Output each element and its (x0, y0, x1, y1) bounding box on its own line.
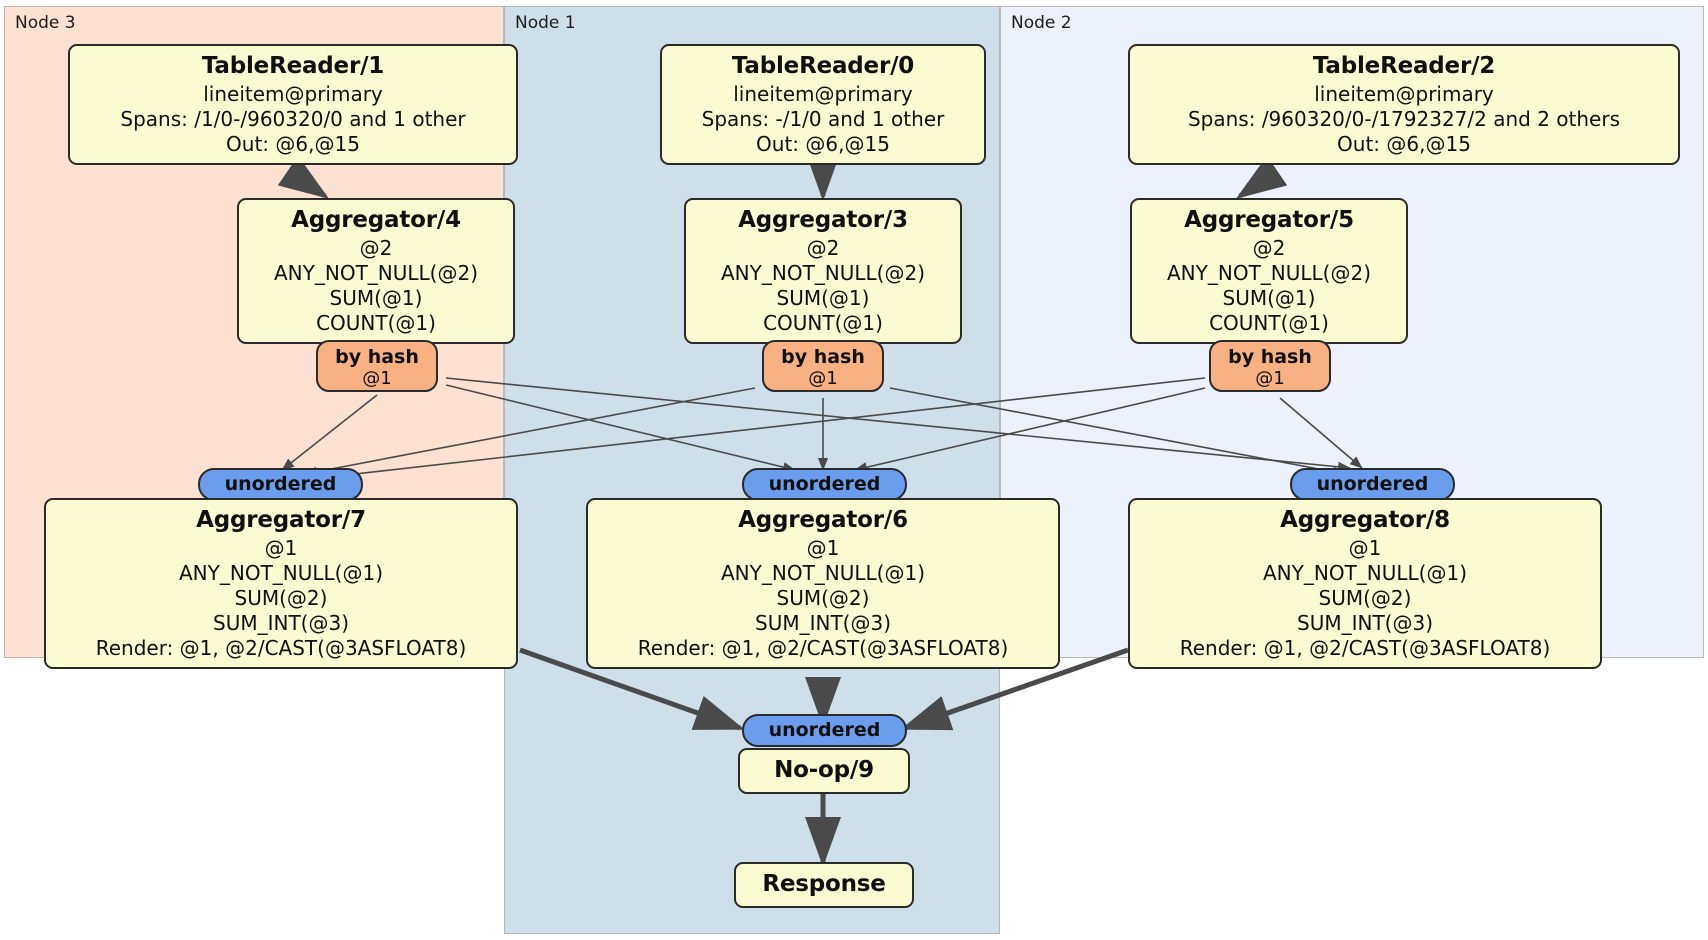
router-label: by hash (781, 346, 865, 368)
router-sublabel: @1 (1255, 368, 1285, 389)
processor-title: TableReader/2 (1312, 53, 1496, 79)
processor-title: TableReader/1 (201, 53, 385, 79)
processor-line: SUM(@1) (776, 286, 870, 310)
synchronizer-unordered-final[interactable]: unordered (742, 714, 907, 747)
processor-line: lineitem@primary (1314, 82, 1494, 106)
processor-title: TableReader/0 (731, 53, 915, 79)
processor-table-reader-2[interactable]: TableReader/2 lineitem@primary Spans: /9… (1128, 44, 1680, 165)
processor-title: Aggregator/3 (738, 207, 908, 233)
processor-line: Spans: /960320/0-/1792327/2 and 2 others (1187, 107, 1620, 131)
processor-line: Spans: -/1/0 and 1 other (701, 107, 945, 131)
processor-line: COUNT(@1) (763, 311, 883, 335)
processor-aggregator-6[interactable]: Aggregator/6 @1 ANY_NOT_NULL(@1) SUM(@2)… (586, 498, 1060, 669)
processor-line: @1 (806, 536, 840, 560)
region-label-node-3: Node 3 (15, 13, 76, 33)
processor-title: No-op/9 (774, 757, 874, 783)
processor-aggregator-4[interactable]: Aggregator/4 @2 ANY_NOT_NULL(@2) SUM(@1)… (237, 198, 515, 344)
synchronizer-unordered-left[interactable]: unordered (198, 468, 363, 501)
processor-line: @2 (1252, 236, 1286, 260)
processor-line: @2 (806, 236, 840, 260)
processor-line: ANY_NOT_NULL(@2) (721, 261, 925, 285)
synchronizer-label: unordered (224, 473, 337, 495)
processor-title: Aggregator/7 (196, 507, 366, 533)
processor-line: ANY_NOT_NULL(@2) (274, 261, 478, 285)
processor-title: Response (762, 871, 886, 897)
synchronizer-unordered-mid[interactable]: unordered (742, 468, 907, 501)
processor-response[interactable]: Response (734, 862, 914, 908)
region-label-node-2: Node 2 (1011, 13, 1072, 33)
processor-line: Spans: /1/0-/960320/0 and 1 other (120, 107, 466, 131)
router-label: by hash (1228, 346, 1312, 368)
processor-line: @2 (359, 236, 393, 260)
processor-title: Aggregator/8 (1280, 507, 1450, 533)
processor-line: SUM_INT(@3) (1297, 611, 1433, 635)
processor-line: SUM(@2) (234, 586, 328, 610)
processor-title: Aggregator/5 (1184, 207, 1354, 233)
router-by-hash-left[interactable]: by hash @1 (316, 340, 438, 392)
processor-line: Render: @1, @2/CAST(@3ASFLOAT8) (95, 636, 467, 660)
router-by-hash-mid[interactable]: by hash @1 (762, 340, 884, 392)
router-sublabel: @1 (808, 368, 838, 389)
processor-title: Aggregator/4 (291, 207, 461, 233)
processor-line: Render: @1, @2/CAST(@3ASFLOAT8) (637, 636, 1009, 660)
processor-line: SUM_INT(@3) (213, 611, 349, 635)
processor-aggregator-5[interactable]: Aggregator/5 @2 ANY_NOT_NULL(@2) SUM(@1)… (1130, 198, 1408, 344)
processor-line: COUNT(@1) (316, 311, 436, 335)
processor-line: lineitem@primary (203, 82, 383, 106)
processor-line: lineitem@primary (733, 82, 913, 106)
processor-no-op-9[interactable]: No-op/9 (738, 748, 910, 794)
router-label: by hash (335, 346, 419, 368)
processor-line: SUM(@1) (1222, 286, 1316, 310)
processor-table-reader-1[interactable]: TableReader/1 lineitem@primary Spans: /1… (68, 44, 518, 165)
processor-line: @1 (264, 536, 298, 560)
processor-line: Out: @6,@15 (756, 132, 890, 156)
processor-line: SUM(@1) (329, 286, 423, 310)
synchronizer-label: unordered (1316, 473, 1429, 495)
processor-title: Aggregator/6 (738, 507, 908, 533)
processor-line: COUNT(@1) (1209, 311, 1329, 335)
processor-line: ANY_NOT_NULL(@1) (179, 561, 383, 585)
synchronizer-label: unordered (768, 473, 881, 495)
synchronizer-label: unordered (768, 719, 881, 741)
processor-line: ANY_NOT_NULL(@2) (1167, 261, 1371, 285)
processor-line: @1 (1348, 536, 1382, 560)
processor-line: ANY_NOT_NULL(@1) (1263, 561, 1467, 585)
processor-line: Out: @6,@15 (1337, 132, 1471, 156)
processor-line: Out: @6,@15 (226, 132, 360, 156)
processor-line: Render: @1, @2/CAST(@3ASFLOAT8) (1179, 636, 1551, 660)
router-by-hash-right[interactable]: by hash @1 (1209, 340, 1331, 392)
processor-aggregator-7[interactable]: Aggregator/7 @1 ANY_NOT_NULL(@1) SUM(@2)… (44, 498, 518, 669)
processor-aggregator-8[interactable]: Aggregator/8 @1 ANY_NOT_NULL(@1) SUM(@2)… (1128, 498, 1602, 669)
processor-line: SUM(@2) (1318, 586, 1412, 610)
processor-aggregator-3[interactable]: Aggregator/3 @2 ANY_NOT_NULL(@2) SUM(@1)… (684, 198, 962, 344)
processor-line: ANY_NOT_NULL(@1) (721, 561, 925, 585)
region-label-node-1: Node 1 (515, 13, 576, 33)
synchronizer-unordered-right[interactable]: unordered (1290, 468, 1455, 501)
router-sublabel: @1 (362, 368, 392, 389)
processor-line: SUM_INT(@3) (755, 611, 891, 635)
processor-line: SUM(@2) (776, 586, 870, 610)
processor-table-reader-0[interactable]: TableReader/0 lineitem@primary Spans: -/… (660, 44, 986, 165)
